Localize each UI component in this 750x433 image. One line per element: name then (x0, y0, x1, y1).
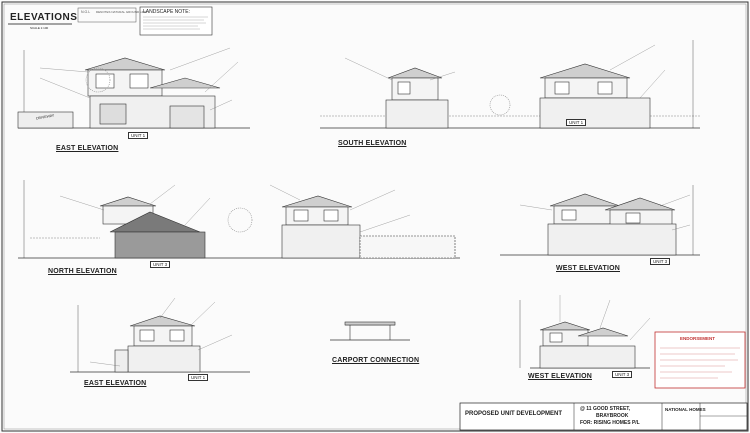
key-abbrev: N.G.L (81, 10, 91, 14)
elevation-title-carport: CARPORT CONNECTION (332, 357, 420, 364)
elevation-north (18, 180, 460, 259)
unit-tag-north: UNIT 3 (150, 261, 171, 268)
address-line-1: @ 11 GOOD STREET, (580, 406, 631, 412)
landscape-legend-box (139, 6, 213, 36)
elevation-west-2 (519, 295, 651, 369)
firm-name: NATIONAL HOMES (665, 407, 706, 412)
elevation-south (320, 40, 700, 129)
elevation-title-east-1: EAST ELEVATION (56, 145, 119, 152)
unit-tag-south: UNIT 1 (566, 119, 587, 126)
unit-tag-west-2: UNIT 3 (612, 371, 633, 378)
unit-tag-east-2: UNIT 1 (188, 374, 209, 381)
elevation-title-west-1: WEST ELEVATION (556, 265, 620, 272)
elevation-west-1 (500, 185, 700, 256)
key-box (77, 7, 137, 23)
endorsement-title: ENDORSEMENT (680, 336, 716, 341)
sheet-heading: ELEVATIONS (10, 12, 78, 23)
elevation-title-north: NORTH ELEVATION (48, 268, 117, 275)
key-desc: DENOTES NATURAL GROUND LINE (96, 10, 147, 14)
elevation-east-2 (70, 297, 250, 373)
elevation-title-south: SOUTH ELEVATION (338, 140, 407, 147)
elevation-carport (330, 321, 410, 341)
client-line: FOR: RISING HOMES P/L (580, 420, 640, 426)
project-title: PROPOSED UNIT DEVELOPMENT (465, 411, 563, 417)
landscape-legend-title: LANDSCAPE NOTE: (143, 9, 190, 15)
elevation-title-east-2: EAST ELEVATION (84, 380, 147, 387)
elevation-east-1 (17, 47, 250, 129)
address-line-2: BRAYBROOK (596, 413, 629, 419)
elevation-title-west-2: WEST ELEVATION (528, 373, 592, 380)
unit-tag-east-1: UNIT 1 (128, 132, 149, 139)
unit-tag-west-1: UNIT 3 (650, 258, 671, 265)
sheet-heading-scale: SCALE 1:100 (30, 26, 49, 30)
title-block (459, 402, 748, 431)
